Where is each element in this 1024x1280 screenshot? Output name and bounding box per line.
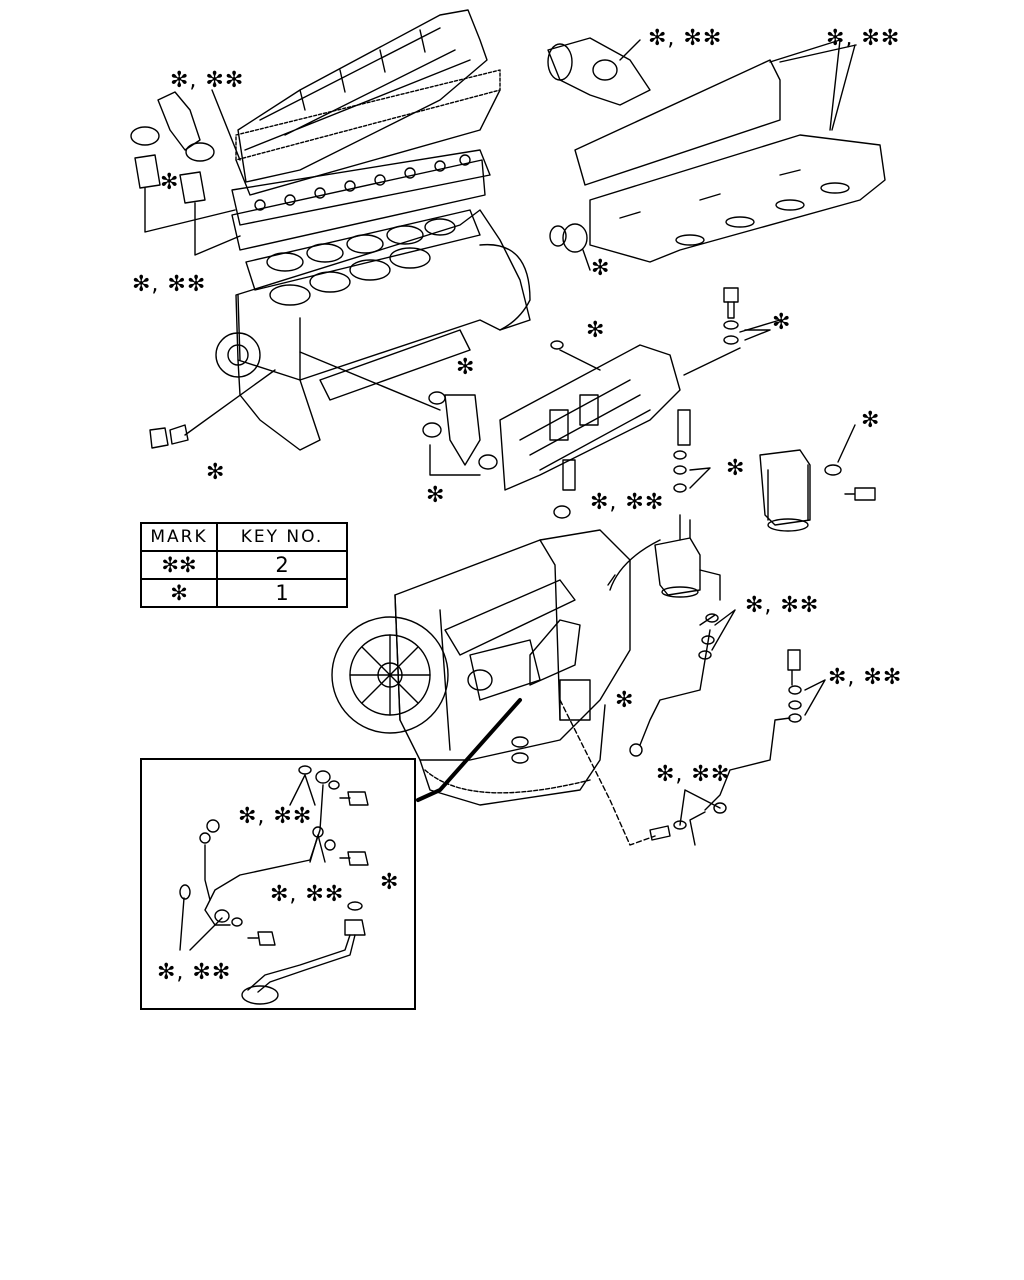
key-table-mark: ✻✻: [140, 550, 218, 580]
inset-oil-pipes: [179, 765, 369, 1005]
oil-cooler: [149, 340, 681, 519]
key-table-mark: ✻: [140, 578, 218, 608]
exhaust-manifold: [547, 37, 886, 263]
fuel-filter: [759, 424, 876, 532]
label-filter-gasket: ✻: [861, 408, 881, 433]
key-table-header-mark: MARK: [140, 522, 218, 552]
fuel-pipes: [559, 539, 826, 846]
label-thermostat-single: ✻: [160, 170, 180, 195]
label-thermostat-housing-oring: ✻: [456, 355, 476, 380]
label-bolt-washers: ✻: [772, 310, 792, 335]
label-water-outlet: ✻, ✻✻: [648, 26, 723, 51]
key-table-key: 2: [216, 550, 348, 580]
label-leaders: [211, 39, 857, 333]
key-table: MARK KEY NO. ✻✻ 2 ✻ 1: [140, 522, 348, 608]
label-outlet-oring: ✻: [591, 256, 611, 281]
label-head-gasket: ✻, ✻✻: [132, 272, 207, 297]
label-return-pipe-washers: ✻, ✻✻: [656, 762, 731, 787]
label-exhaust-manifold: ✻, ✻✻: [826, 26, 901, 51]
label-oil-cooler-ring: ✻: [586, 318, 606, 343]
fuel-separator: [654, 514, 721, 626]
thermostat-parts: [130, 91, 241, 256]
bolt-and-washers: [673, 287, 771, 493]
label-inset-middle: ✻, ✻✻: [270, 882, 345, 907]
label-inset-lower: ✻, ✻✻: [157, 960, 232, 985]
label-fuel-pipe-washers: ✻, ✻✻: [745, 593, 820, 618]
label-sump: ✻: [615, 688, 635, 713]
cylinder-head-assembly: [231, 9, 501, 251]
engine-assembly-lower: [331, 529, 631, 806]
label-thermostat-group: ✻, ✻✻: [170, 68, 245, 93]
label-fuel-washers: ✻: [726, 456, 746, 481]
key-table-key: 1: [216, 578, 348, 608]
label-inset-oring: ✻: [380, 870, 400, 895]
inset-frame: [140, 758, 416, 1010]
cylinder-block: [215, 209, 531, 451]
label-inset-upper: ✻, ✻✻: [238, 804, 313, 829]
inset-leader: [416, 698, 522, 802]
label-injector-seal: ✻, ✻✻: [590, 490, 665, 515]
label-oil-pipe-washers: ✻, ✻✻: [828, 665, 903, 690]
label-front-seal: ✻: [206, 460, 226, 485]
label-oil-cooler-gaskets: ✻: [426, 483, 446, 508]
key-table-header-key: KEY NO.: [216, 522, 348, 552]
